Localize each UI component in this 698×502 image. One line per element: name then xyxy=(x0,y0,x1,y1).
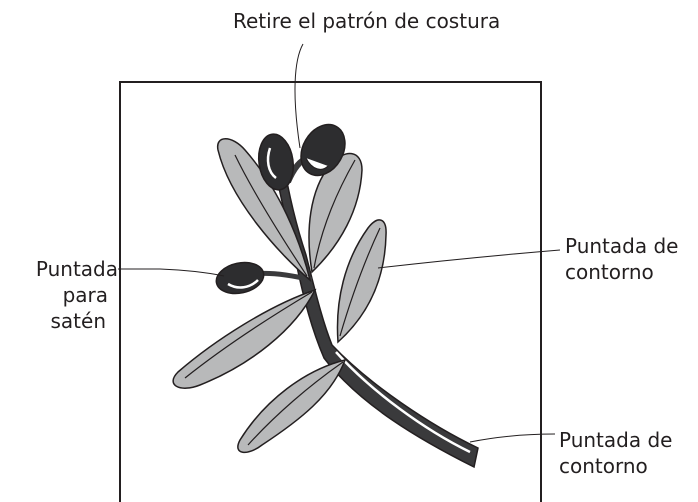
leaf-right xyxy=(336,219,387,344)
berry-left xyxy=(215,261,265,295)
label-satin-line3: satén xyxy=(50,309,107,333)
berry-top-right xyxy=(300,123,346,177)
leader-line-left xyxy=(118,268,225,277)
label-satin-line1: Puntada xyxy=(35,257,118,281)
label-contour-stitch-lower: Puntada de contorno xyxy=(559,427,672,479)
label-contour-stitch-upper: Puntada de contorno xyxy=(565,233,678,285)
hoop-frame xyxy=(119,81,542,502)
contour-stitch-line xyxy=(335,351,471,454)
label-satin-stitch: Puntada para satén xyxy=(10,256,118,334)
leaf-left-middle xyxy=(172,288,317,389)
label-contour-upper-line2: contorno xyxy=(565,260,654,284)
label-contour-upper-line1: Puntada de xyxy=(565,234,679,258)
leaf-top-left xyxy=(217,138,312,283)
label-contour-lower-line2: contorno xyxy=(559,454,648,478)
label-remove-pattern: Retire el patrón de costura xyxy=(233,9,501,33)
label-contour-lower-line1: Puntada de xyxy=(559,428,673,452)
berry-top-left xyxy=(257,133,295,191)
leader-line-top xyxy=(294,43,304,149)
label-satin-line2: para xyxy=(62,283,108,307)
leader-line-right-upper xyxy=(377,249,561,269)
leaf-top-center xyxy=(308,152,363,274)
leader-line-right-lower xyxy=(469,433,556,443)
leaf-left-bottom xyxy=(237,358,347,453)
branch-stem xyxy=(274,158,479,469)
